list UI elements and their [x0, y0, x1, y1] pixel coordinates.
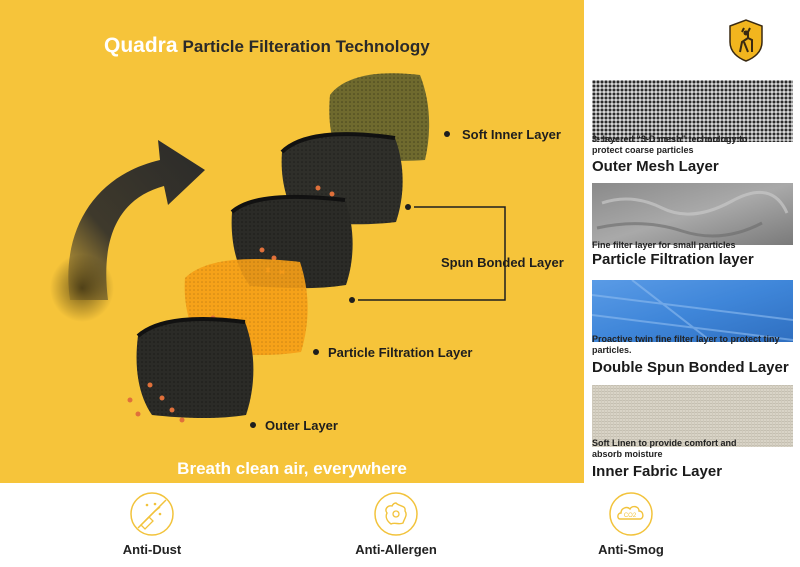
anti-dust-label: Anti-Dust	[122, 542, 182, 557]
inner-fabric-title: Inner Fabric Layer	[592, 463, 723, 480]
spun-bonded-caption: Proactive twin fine filter layer to prot…	[592, 334, 780, 355]
tagline: Breath clean air, everywhere	[177, 459, 407, 478]
particle-filtration-swatch	[592, 183, 793, 245]
outer-layer-mask	[127, 317, 254, 423]
dust-broom-icon	[130, 492, 174, 536]
mask-layers-illustration	[50, 73, 506, 428]
upward-arrow-icon	[50, 140, 205, 322]
smog-cloud-icon: CO2	[609, 492, 653, 536]
inner-fabric-caption: Soft Linen to provide comfort and absorb…	[592, 438, 737, 459]
outer-mesh-caption: 3- layered “3-D mesh” technology to prot…	[592, 134, 748, 155]
feature-anti-smog: CO2 Anti-Smog	[571, 491, 691, 557]
deer-shield-logo-icon	[729, 19, 763, 62]
co2-icon-text: CO2	[624, 513, 637, 519]
layer-details-panel: 3- layered “3-D mesh” technology to prot…	[584, 0, 800, 483]
particle-filtration-layer-label: Particle Filtration Layer	[328, 345, 473, 360]
spun-bonded-swatch	[592, 280, 793, 342]
title-text: Particle Filteration Technology	[182, 37, 430, 56]
inner-fabric-swatch	[592, 385, 793, 447]
feature-anti-allergen: Anti-Allergen	[336, 491, 456, 557]
particle-filtration-caption: Fine filter layer for small particles	[592, 240, 736, 250]
feature-anti-dust: Anti-Dust	[92, 491, 212, 557]
anti-smog-label: Anti-Smog	[598, 542, 664, 557]
allergen-icon	[374, 492, 418, 536]
spun-bonded-title: Double Spun Bonded Layer	[592, 359, 789, 376]
outer-mesh-title: Outer Mesh Layer	[592, 158, 719, 175]
brand-name: Quadra	[104, 34, 178, 57]
soft-inner-layer-label: Soft Inner Layer	[462, 127, 561, 142]
spun-bonded-layer-label: Spun Bonded Layer	[441, 255, 564, 270]
particle-filtration-title: Particle Filtration layer	[592, 251, 754, 268]
layer-connectors	[250, 131, 506, 428]
outer-layer-label: Outer Layer	[265, 418, 338, 433]
outer-mesh-swatch	[592, 80, 793, 142]
anti-allergen-label: Anti-Allergen	[355, 542, 437, 557]
